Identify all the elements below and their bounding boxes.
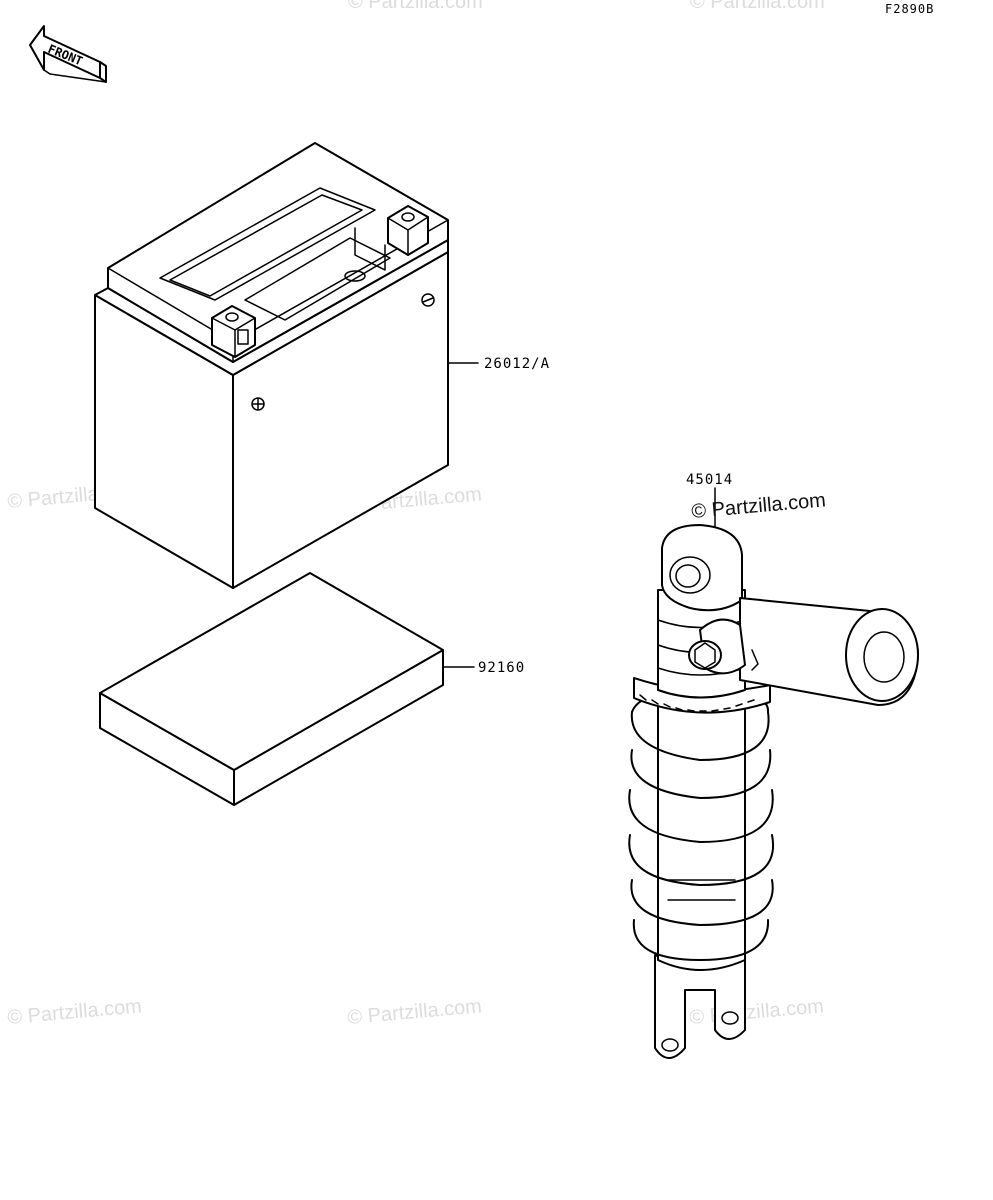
watermark: © Partzilla.com [691,489,827,523]
watermark: © Partzilla.com [690,0,825,13]
part-label-battery[interactable]: 26012/A [484,356,550,372]
figure-code: F2890B [885,2,934,16]
battery-drawing [94,142,449,589]
shock-absorber-drawing [628,524,919,1059]
watermark: © Partzilla.com [689,995,825,1029]
front-arrow-icon: FRONT [29,25,107,83]
part-label-pad[interactable]: 92160 [478,660,525,676]
watermark: © Partzilla.com [7,995,143,1029]
watermark: © Partzilla.com [348,0,483,13]
watermark: © Partzilla.com [347,995,483,1029]
pad-drawing [99,572,444,806]
part-label-shock[interactable]: 45014 [686,472,733,488]
